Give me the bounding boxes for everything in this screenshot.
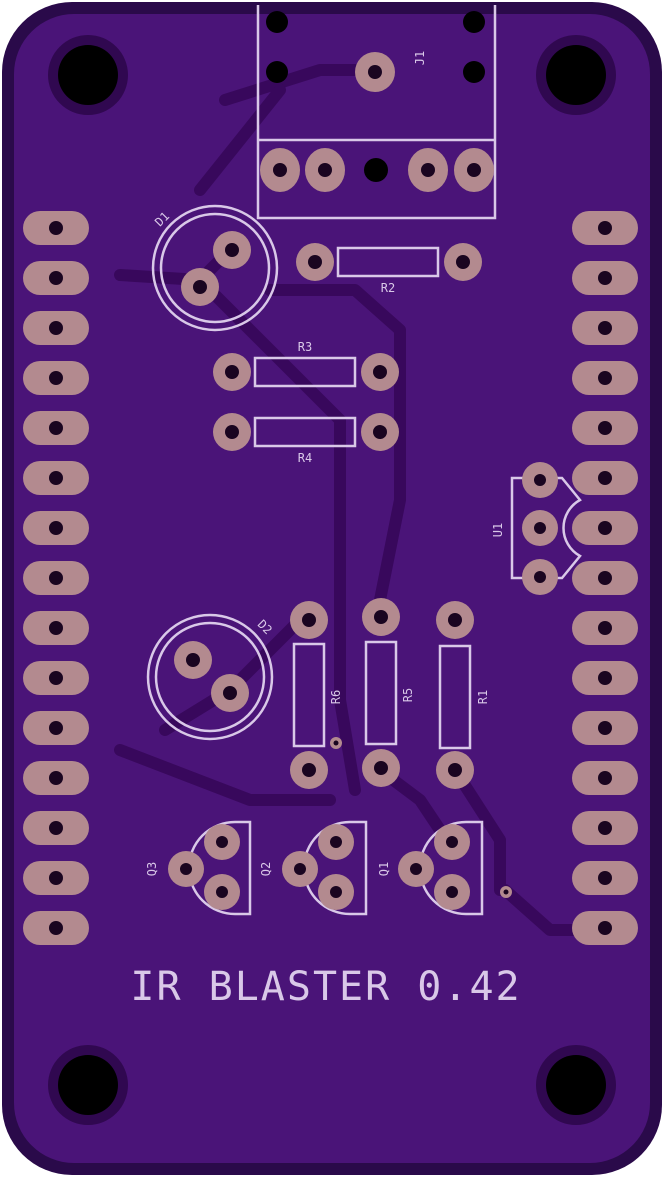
header-pin: [572, 711, 638, 745]
header-pin: [572, 811, 638, 845]
label-q2: Q2: [259, 862, 273, 876]
resistor-r4: R4: [213, 413, 399, 465]
label-u1: U1: [491, 523, 505, 537]
header-pin: [23, 661, 89, 695]
resistor-r5: R5: [362, 598, 415, 787]
label-j1: J1: [413, 51, 427, 65]
header-pin: [23, 511, 89, 545]
label-r5: R5: [401, 688, 415, 702]
header-pin: [572, 861, 638, 895]
label-r6: R6: [329, 690, 343, 704]
label-q1: Q1: [377, 862, 391, 876]
header-pin: [23, 761, 89, 795]
header-pin: [23, 911, 89, 945]
header-pin: [572, 261, 638, 295]
board-title: IR BLASTER 0.42: [130, 964, 521, 1010]
label-r3: R3: [298, 340, 312, 354]
label-r4: R4: [298, 451, 312, 465]
header-pin: [572, 211, 638, 245]
header-pin: [23, 211, 89, 245]
header-pin: [23, 561, 89, 595]
left-pin-header: [23, 211, 89, 945]
header-pin: [572, 561, 638, 595]
led-d1: D1: [151, 204, 279, 332]
label-q3: Q3: [145, 862, 159, 876]
mounting-holes: [48, 35, 616, 1125]
header-pin: [23, 861, 89, 895]
header-pin: [572, 511, 638, 545]
header-pin: [572, 611, 638, 645]
regulator-u1: U1: [491, 462, 582, 595]
header-pin: [23, 411, 89, 445]
transistor-q2: Q2: [259, 820, 368, 916]
right-pin-header: [572, 211, 638, 945]
header-pin: [23, 311, 89, 345]
header-pin: [23, 811, 89, 845]
header-pin: [23, 711, 89, 745]
resistor-r2: R2: [296, 243, 482, 295]
label-r1: R1: [476, 690, 490, 704]
resistor-r1: R1: [436, 601, 490, 789]
resistor-r3: R3: [213, 340, 399, 391]
header-pin: [572, 911, 638, 945]
led-d2: D2: [146, 613, 275, 741]
header-pin: [23, 461, 89, 495]
header-pin: [572, 311, 638, 345]
header-pin: [23, 611, 89, 645]
header-pin: [23, 361, 89, 395]
transistor-q1: Q1: [377, 820, 512, 916]
transistor-q3: Q3: [145, 820, 252, 916]
label-r2: R2: [381, 281, 395, 295]
header-pin: [23, 261, 89, 295]
header-pin: [572, 761, 638, 795]
connector-j1: J1: [256, 5, 497, 220]
header-pin: [572, 361, 638, 395]
header-pin: [572, 661, 638, 695]
header-pin: [572, 411, 638, 445]
resistor-r6: R6: [290, 601, 343, 789]
traces: [114, 64, 611, 936]
header-pin: [572, 461, 638, 495]
